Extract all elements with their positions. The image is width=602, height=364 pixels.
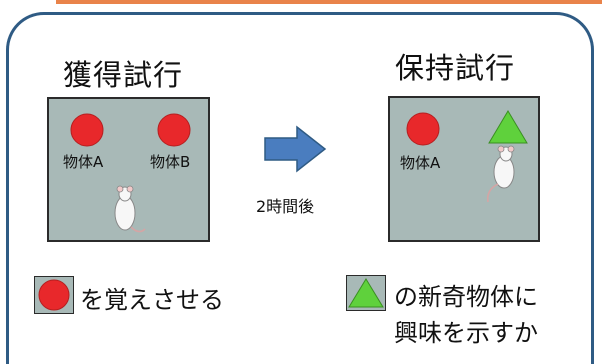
acquisition-title: 獲得試行 <box>63 58 184 92</box>
object-b-circle-icon <box>157 113 191 147</box>
legend-triangle-line2: 興味を示すか <box>394 319 538 347</box>
accent-bar <box>56 0 602 4</box>
object-a-label: 物体A <box>400 154 441 172</box>
retention-title: 保持試行 <box>395 51 516 85</box>
object-a-circle-icon <box>70 113 104 147</box>
object-a-label: 物体A <box>63 153 104 171</box>
mouse-icon <box>486 145 515 203</box>
mouse-icon <box>114 185 146 233</box>
object-b-label: 物体B <box>150 153 191 171</box>
acquisition-arena: 物体A 物体B <box>47 97 210 242</box>
green-triangle-icon <box>348 278 384 308</box>
retention-arena: 物体A <box>388 96 540 242</box>
legend-circle-text: を覚えさせる <box>80 286 224 314</box>
delay-label: 2時間後 <box>256 197 315 216</box>
legend-circle-swatch <box>34 276 74 314</box>
novel-object-triangle-icon <box>488 110 528 144</box>
red-circle-icon <box>38 279 70 311</box>
legend-triangle-swatch <box>346 275 386 311</box>
right-arrow-icon <box>264 125 327 173</box>
object-a-circle-icon <box>406 112 440 146</box>
legend-triangle-line1: の新奇物体に <box>394 283 538 311</box>
